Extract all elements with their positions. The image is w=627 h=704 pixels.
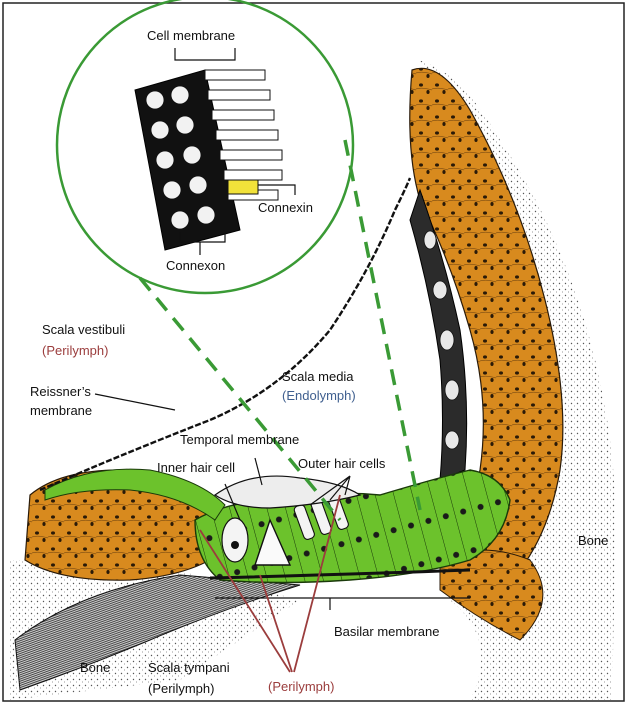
- label-connexon: Connexon: [166, 258, 225, 273]
- label-reissners-1: Reissner’s: [30, 384, 91, 399]
- label-perilymph-vestibuli: (Perilymph): [42, 343, 108, 358]
- label-basilar-membrane: Basilar membrane: [334, 624, 440, 639]
- zoom-leader-right: [345, 140, 420, 510]
- connexin-highlight: [228, 180, 258, 194]
- label-connexin: Connexin: [258, 200, 313, 215]
- label-scala-media: Scala media: [282, 369, 354, 384]
- label-cell-membrane: Cell membrane: [147, 28, 235, 43]
- inner-hair-cell-shape: [222, 518, 248, 562]
- label-inner-hair-cell: Inner hair cell: [157, 460, 235, 475]
- label-scala-tympani: Scala tympani: [148, 660, 230, 675]
- label-perilymph-tympani: (Perilymph): [148, 681, 214, 696]
- label-bone-right: Bone: [578, 533, 608, 548]
- label-reissners-2: membrane: [30, 403, 92, 418]
- label-outer-hair-cells: Outer hair cells: [298, 456, 386, 471]
- label-perilymph-bottom: (Perilymph): [268, 679, 334, 694]
- label-endolymph: (Endolymph): [282, 388, 356, 403]
- label-scala-vestibuli: Scala vestibuli: [42, 322, 125, 337]
- gap-junction-illustration: [135, 70, 282, 250]
- label-bone-left: Bone: [80, 660, 110, 675]
- label-temporal-membrane: Temporal membrane: [180, 432, 299, 447]
